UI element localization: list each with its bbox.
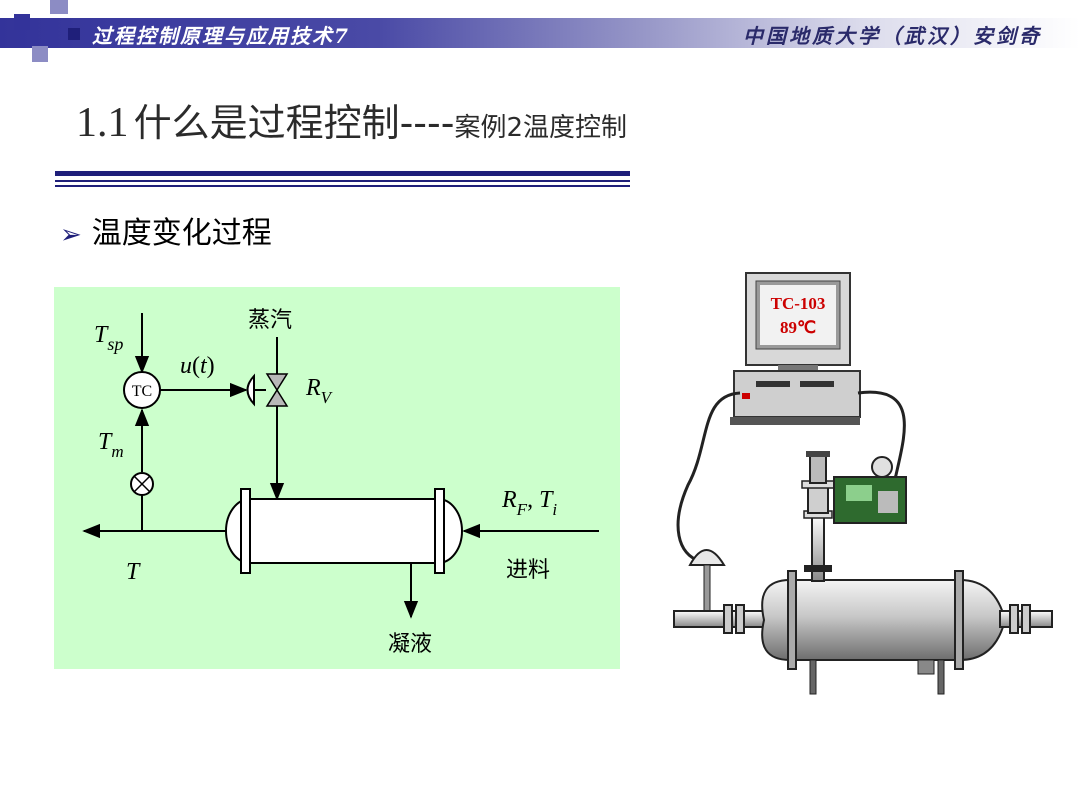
title-rule-thick: [55, 171, 630, 176]
title-sub: 案例2温度控制: [454, 113, 627, 143]
monitor-tag: TC-103: [771, 294, 826, 313]
title-number: 1.1: [76, 100, 129, 146]
valve-top-cap: [806, 451, 830, 457]
steam-label: 蒸汽: [248, 308, 292, 333]
positioner-panel: [878, 491, 898, 513]
process-diagram: Tsp TC u(t) 蒸汽 RV Tm T RF, Ti 进料 凝液: [54, 287, 620, 669]
equipment-illustration: TC-103 89℃: [673, 272, 1053, 695]
pipe-flange: [723, 604, 733, 634]
header-square-decoration: [50, 0, 68, 14]
valve-label: RV: [305, 375, 334, 407]
vessel-flange-left: [240, 488, 251, 574]
header-square-decoration: [68, 28, 80, 40]
author-affiliation: 中国地质大学（武汉）安剑奇: [743, 24, 1042, 48]
pipe-flange: [735, 604, 745, 634]
header-square-decoration: [14, 14, 30, 30]
output-label: u(t): [180, 353, 215, 379]
sensor-head-icon: [688, 549, 726, 566]
valve-top: [809, 454, 827, 484]
condensate-label: 凝液: [388, 632, 432, 657]
sensor-stem: [703, 564, 711, 616]
drain-valve: [917, 659, 935, 675]
keyboard: [730, 417, 860, 425]
title-rule-thin: [55, 180, 630, 182]
inlet-pipe: [673, 610, 769, 628]
header-square-decoration: [32, 46, 48, 62]
course-title: 过程控制原理与应用技术7: [92, 24, 350, 48]
measurement-label: Tm: [98, 429, 124, 461]
cable-to-sensor: [676, 391, 741, 563]
tank-leg: [809, 659, 817, 695]
disk-drive: [756, 381, 790, 387]
outlet-temperature-label: T: [126, 559, 141, 585]
storage-tank: [761, 579, 1007, 661]
disk-drive: [800, 381, 834, 387]
pipe-flange: [1009, 604, 1019, 634]
tank-flange: [954, 570, 964, 670]
actuator-gauge: [871, 456, 893, 478]
monitor-display: [760, 285, 836, 345]
monitor-stand: [778, 365, 818, 371]
monitor-value: 89℃: [780, 318, 816, 337]
positioner-panel: [846, 485, 872, 501]
feed-variables-label: RF, Ti: [501, 487, 557, 519]
feed-label: 进料: [506, 558, 550, 583]
valve-actuator: [246, 373, 255, 407]
slide-title: 1.1 什么是过程控制----案例2温度控制: [76, 92, 627, 147]
header-band: [0, 18, 1080, 48]
bullet-text: 温度变化过程: [91, 216, 272, 251]
pipe-flange: [1021, 604, 1031, 634]
bullet-arrow-icon: ➢: [60, 220, 82, 250]
sensor-cross: [133, 475, 151, 493]
vessel-flange-right: [434, 488, 445, 574]
computer-case: [733, 370, 861, 418]
power-led: [742, 393, 750, 399]
valve-flange: [804, 565, 832, 572]
controller-label: TC: [132, 383, 152, 400]
tank-flange: [787, 570, 797, 670]
setpoint-label: Tsp: [94, 322, 123, 354]
valve-body: [807, 486, 829, 514]
heat-exchanger-vessel: [225, 498, 463, 564]
title-main: 什么是过程控制----: [133, 101, 455, 145]
tank-leg: [937, 659, 945, 695]
bullet-item: ➢ 温度变化过程: [60, 208, 272, 252]
title-rule-thin: [55, 185, 630, 187]
